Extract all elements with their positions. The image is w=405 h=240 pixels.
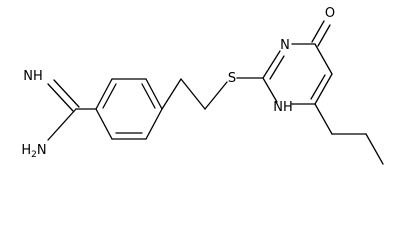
label-ring-n-upper: N: [280, 38, 290, 53]
benzene-bond-4: [145, 108, 163, 140]
label-imine-nh: NH: [23, 69, 43, 84]
bond-c4-o-b: [317, 24, 331, 47]
pyrimidine-bond-c5-c6: [314, 73, 333, 105]
bond-propyl-2-3: [365, 133, 384, 165]
pyrimidine-bond-n1-c2: [262, 77, 278, 103]
pyrimidine-bond-c2-n3: [262, 50, 281, 79]
benzene-bond-6: [95, 108, 113, 140]
benzene-bond-3: [145, 78, 163, 110]
bond-c6-propyl-1: [314, 103, 333, 135]
pyrimidine-bond-c4-c5: [314, 43, 333, 75]
bond-c-nh-double-a: [47, 83, 74, 112]
pyrimidine-bond-c2-n3-inner: [269, 55, 285, 80]
benzene-bond-1-inner: [102, 83, 117, 109]
bond-c4-o-a: [311, 20, 325, 43]
label-ring-nh-lower: NH: [273, 100, 293, 115]
pyrimidine-bond-c5-c6-inner: [310, 74, 326, 100]
benzene-bond-1: [95, 78, 113, 110]
label-carbonyl-o: O: [325, 6, 335, 21]
label-sulfur: S: [228, 71, 236, 86]
bond-ch2-s: [204, 81, 228, 110]
bond-ch2-ch2: [180, 78, 206, 110]
structure-canvas: NH H2N S N NH O: [21, 6, 384, 165]
bond-ring-ch2: [161, 78, 182, 110]
chemical-structure-diagram: NH H2N S N NH O: [21, 6, 384, 165]
benzene-bond-3-inner: [141, 83, 156, 109]
bond-c-nh2: [47, 108, 77, 141]
bond-c-nh-double-b: [53, 79, 80, 108]
label-amine-h2n: H2N: [21, 143, 46, 160]
